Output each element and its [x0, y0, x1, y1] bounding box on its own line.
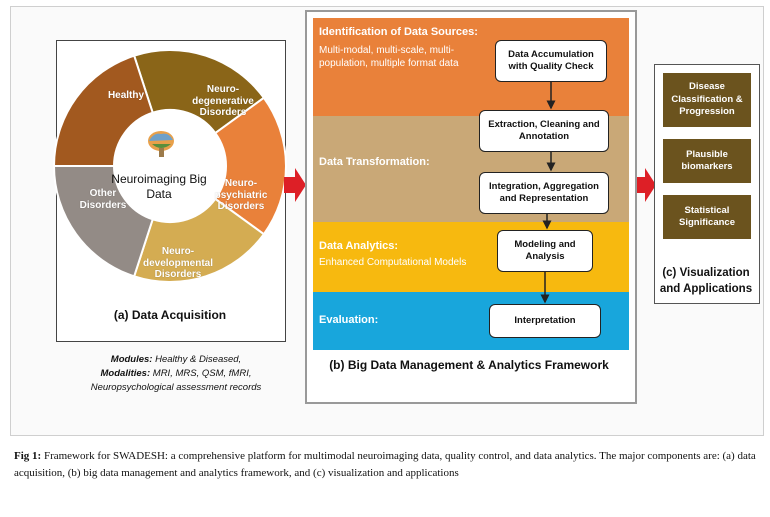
visualization-panel: Disease Classification & Progression Pla…: [654, 64, 760, 304]
process-box-accumulation: Data Accumulation with Quality Check: [495, 40, 607, 82]
segment-label-neurodegenerative: Neuro-degenerative Disorders: [188, 84, 258, 119]
modules-text: Modules: Healthy & Diseased, Modalities:…: [78, 353, 274, 394]
process-box-integration: Integration, Aggregation and Representat…: [479, 172, 609, 214]
center-label: Neuroimaging Big Data: [111, 172, 207, 201]
caption-visualization: (c) Visualization and Applications: [659, 267, 753, 295]
band-subtitle-identification: Multi-modal, multi-scale, multi-populati…: [319, 45, 459, 69]
donut-center: [115, 111, 225, 221]
process-box-modeling: Modeling and Analysis: [497, 230, 593, 272]
figure-caption: Fig 1: Framework for SWADESH: a comprehe…: [14, 448, 770, 481]
caption-data-acquisition: (a) Data Acquisition: [113, 308, 227, 322]
arrow-b-to-c-icon: [634, 168, 656, 202]
records-line: Neuropsychological assessment records: [90, 381, 262, 393]
figure-caption-text: Framework for SWADESH: a comprehensive p…: [14, 450, 756, 479]
segment-label-other-text: Other Disorders: [79, 188, 127, 211]
modalities-value: MRI, MRS, QSM, fMRI,: [152, 367, 252, 379]
segment-label-healthy: Healthy: [107, 90, 145, 101]
process-box-interpretation: Interpretation: [489, 304, 601, 338]
segment-label-neuropsychiatric-text: Neuro-psychiatric Disorders: [214, 178, 268, 212]
output-box-biomarkers: Plausible biomarkers: [663, 139, 751, 183]
band-title-evaluation: Evaluation:: [319, 314, 379, 326]
figure-caption-label: Fig 1:: [14, 450, 42, 462]
modalities-label: Modalities:: [100, 367, 151, 379]
segment-label-neurodevelopmental-text: Neuro-developmental Disorders: [142, 246, 214, 280]
donut-segment-neurodevelopmental: [52, 165, 154, 278]
segment-label-neuropsychiatric: Neuro-psychiatric Disorders: [210, 178, 272, 213]
donut-segment-other: [52, 54, 154, 167]
segment-label-neurodevelopmental: Neuro-developmental Disorders: [140, 246, 216, 281]
brain-icon: [148, 131, 174, 157]
output-box-classification: Disease Classification & Progression: [663, 73, 751, 127]
arrow-a-to-b-icon: [284, 168, 306, 202]
band-subtitle-analytics: Enhanced Computational Models: [319, 257, 467, 268]
framework-panel: Identification of Data Sources: Multi-mo…: [305, 10, 637, 404]
process-flow-arrows: [540, 82, 556, 304]
segment-label-neurodegenerative-text: Neuro-degenerative Disorders: [192, 84, 254, 118]
band-title-analytics: Data Analytics:: [319, 240, 399, 252]
band-title-identification: Identification of Data Sources:: [319, 26, 478, 38]
donut-segment-healthy: [132, 49, 266, 135]
process-box-extraction: Extraction, Cleaning and Annotation: [479, 110, 609, 152]
modules-label: Modules:: [110, 354, 153, 365]
output-box-statistical: Statistical Significance: [663, 195, 751, 239]
donut-segment-neuropsychiatric: [132, 197, 266, 283]
segment-label-other: Other Disorders: [76, 188, 130, 211]
caption-framework: (b) Big Data Management & Analytics Fram…: [329, 358, 609, 372]
band-title-transformation: Data Transformation:: [319, 156, 430, 168]
donut-segment-neurodegenerative: [213, 96, 287, 236]
modules-value: Healthy & Diseased,: [155, 354, 242, 365]
